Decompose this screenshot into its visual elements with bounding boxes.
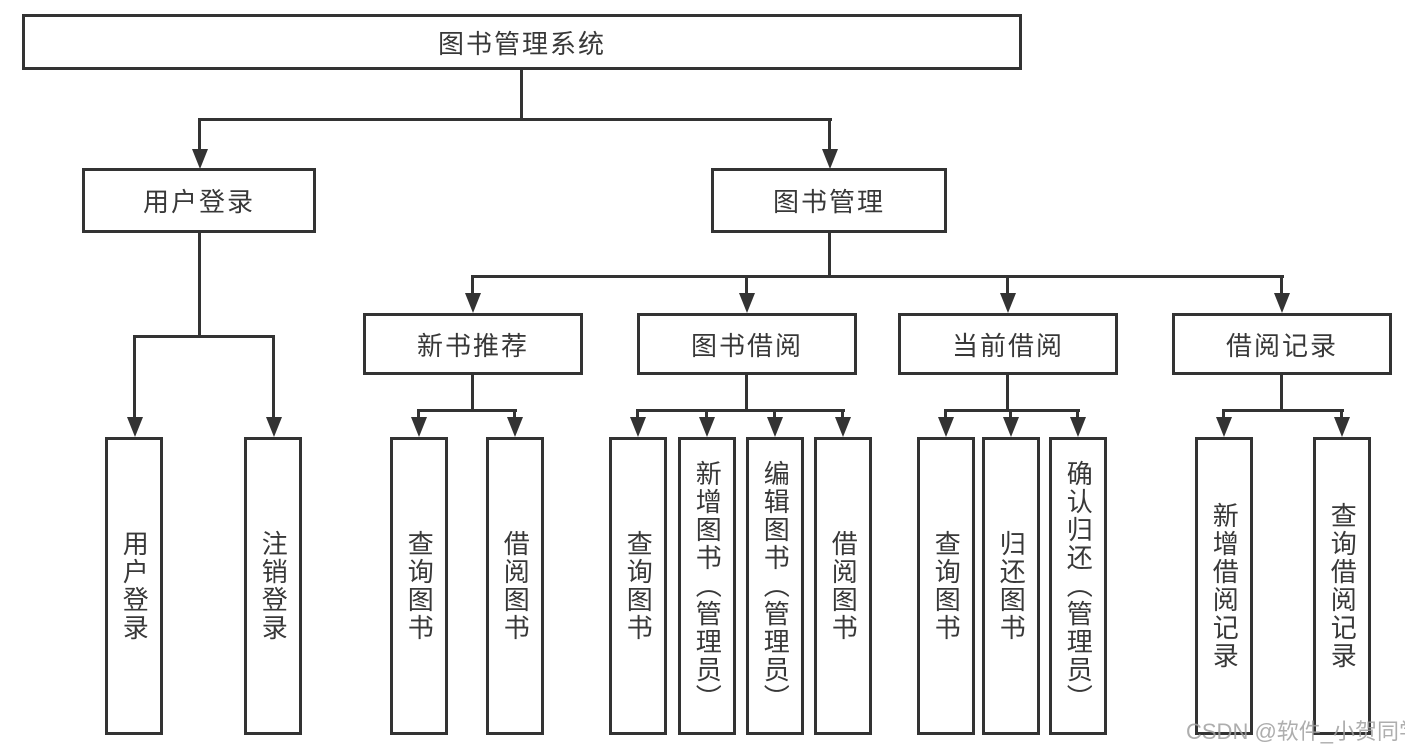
node-book-borrow: 图书借阅 — [637, 313, 857, 375]
connector-login-leaf1-shaft — [133, 338, 136, 420]
leaf-borrow-query: 查询图书 — [609, 437, 667, 735]
leaf-newbooks-borrow: 借阅图书 — [486, 437, 544, 735]
connector-book-mgmt-hbar — [471, 275, 1284, 278]
leaf-current-return: 归还图书 — [982, 437, 1040, 735]
connector-book-borrow-stem — [745, 375, 748, 409]
node-book-mgmt: 图书管理 — [711, 168, 947, 233]
leaf-borrow-borrow: 借阅图书 — [814, 437, 872, 735]
connector-book-mgmt-shaft — [828, 121, 831, 153]
leaf-records-query: 查询借阅记录 — [1313, 437, 1371, 735]
csdn-watermark: CSDN @软件_小贺同学 — [1186, 719, 1405, 744]
arrow-g3-leaf4-icon — [835, 417, 851, 437]
connector-g5-leaf2-shaft — [1340, 412, 1343, 420]
arrow-g4-leaf3-icon — [1070, 417, 1086, 437]
arrow-g2-leaf1-icon — [411, 417, 427, 437]
connector-g3-leaf4-shaft — [841, 412, 844, 420]
arrow-g2-leaf2-icon — [507, 417, 523, 437]
connector-new-books-shaft — [471, 278, 474, 298]
connector-g4-leaf3-shaft — [1076, 412, 1079, 420]
arrow-book-mgmt-icon — [822, 149, 838, 169]
connector-g4-leaf1-shaft — [944, 412, 947, 420]
connector-new-books-hbar — [417, 409, 517, 412]
arrow-g5-leaf2-icon — [1334, 417, 1350, 437]
connector-book-borrow-hbar — [636, 409, 845, 412]
arrow-login-leaf2-icon — [266, 417, 282, 437]
connector-g4-leaf2-shaft — [1009, 412, 1012, 420]
connector-borrow-records-shaft — [1280, 278, 1283, 298]
leaf-borrow-edit-admin: 编辑图书（管理员） — [746, 437, 804, 735]
arrow-current-borrow-icon — [1000, 293, 1016, 313]
arrow-g4-leaf1-icon — [938, 417, 954, 437]
connector-g5-leaf1-shaft — [1222, 412, 1225, 420]
arrow-borrow-records-icon — [1274, 293, 1290, 313]
connector-user-login-shaft — [198, 121, 201, 153]
connector-borrow-records-stem — [1280, 375, 1283, 409]
connector-current-borrow-stem — [1006, 375, 1009, 409]
leaf-current-confirm-admin: 确认归还（管理员） — [1049, 437, 1107, 735]
node-borrow-records: 借阅记录 — [1172, 313, 1392, 375]
connector-g3-leaf3-shaft — [773, 412, 776, 420]
connector-g3-leaf2-shaft — [705, 412, 708, 420]
arrow-g3-leaf3-icon — [767, 417, 783, 437]
connector-root-stem — [520, 70, 523, 118]
node-root: 图书管理系统 — [22, 14, 1022, 70]
arrow-g3-leaf2-icon — [699, 417, 715, 437]
connector-g2-leaf1-shaft — [417, 412, 420, 420]
arrow-book-borrow-icon — [739, 293, 755, 313]
connector-login-leaf2-shaft — [272, 338, 275, 420]
leaf-records-add: 新增借阅记录 — [1195, 437, 1253, 735]
connector-g3-leaf1-shaft — [636, 412, 639, 420]
node-user-login: 用户登录 — [82, 168, 316, 233]
connector-book-borrow-shaft — [745, 278, 748, 298]
connector-g2-leaf2-shaft — [513, 412, 516, 420]
arrow-new-books-icon — [465, 293, 481, 313]
connector-user-login-stem — [198, 233, 201, 335]
arrow-g3-leaf1-icon — [630, 417, 646, 437]
leaf-borrow-add-admin: 新增图书（管理员） — [678, 437, 736, 735]
leaf-logout: 注销登录 — [244, 437, 302, 735]
connector-book-mgmt-stem — [828, 233, 831, 275]
connector-current-borrow-shaft — [1006, 278, 1009, 298]
node-new-books: 新书推荐 — [363, 313, 583, 375]
connector-current-borrow-hbar — [944, 409, 1080, 412]
arrow-g5-leaf1-icon — [1216, 417, 1232, 437]
leaf-user-login: 用户登录 — [105, 437, 163, 735]
connector-user-login-hbar — [133, 335, 275, 338]
arrow-user-login-icon — [192, 149, 208, 169]
arrow-g4-leaf2-icon — [1003, 417, 1019, 437]
node-current-borrow: 当前借阅 — [898, 313, 1118, 375]
connector-borrow-records-hbar — [1222, 409, 1344, 412]
arrow-login-leaf1-icon — [127, 417, 143, 437]
connector-new-books-stem — [471, 375, 474, 409]
leaf-current-query: 查询图书 — [917, 437, 975, 735]
connector-root-hbar — [198, 118, 832, 121]
leaf-newbooks-query: 查询图书 — [390, 437, 448, 735]
